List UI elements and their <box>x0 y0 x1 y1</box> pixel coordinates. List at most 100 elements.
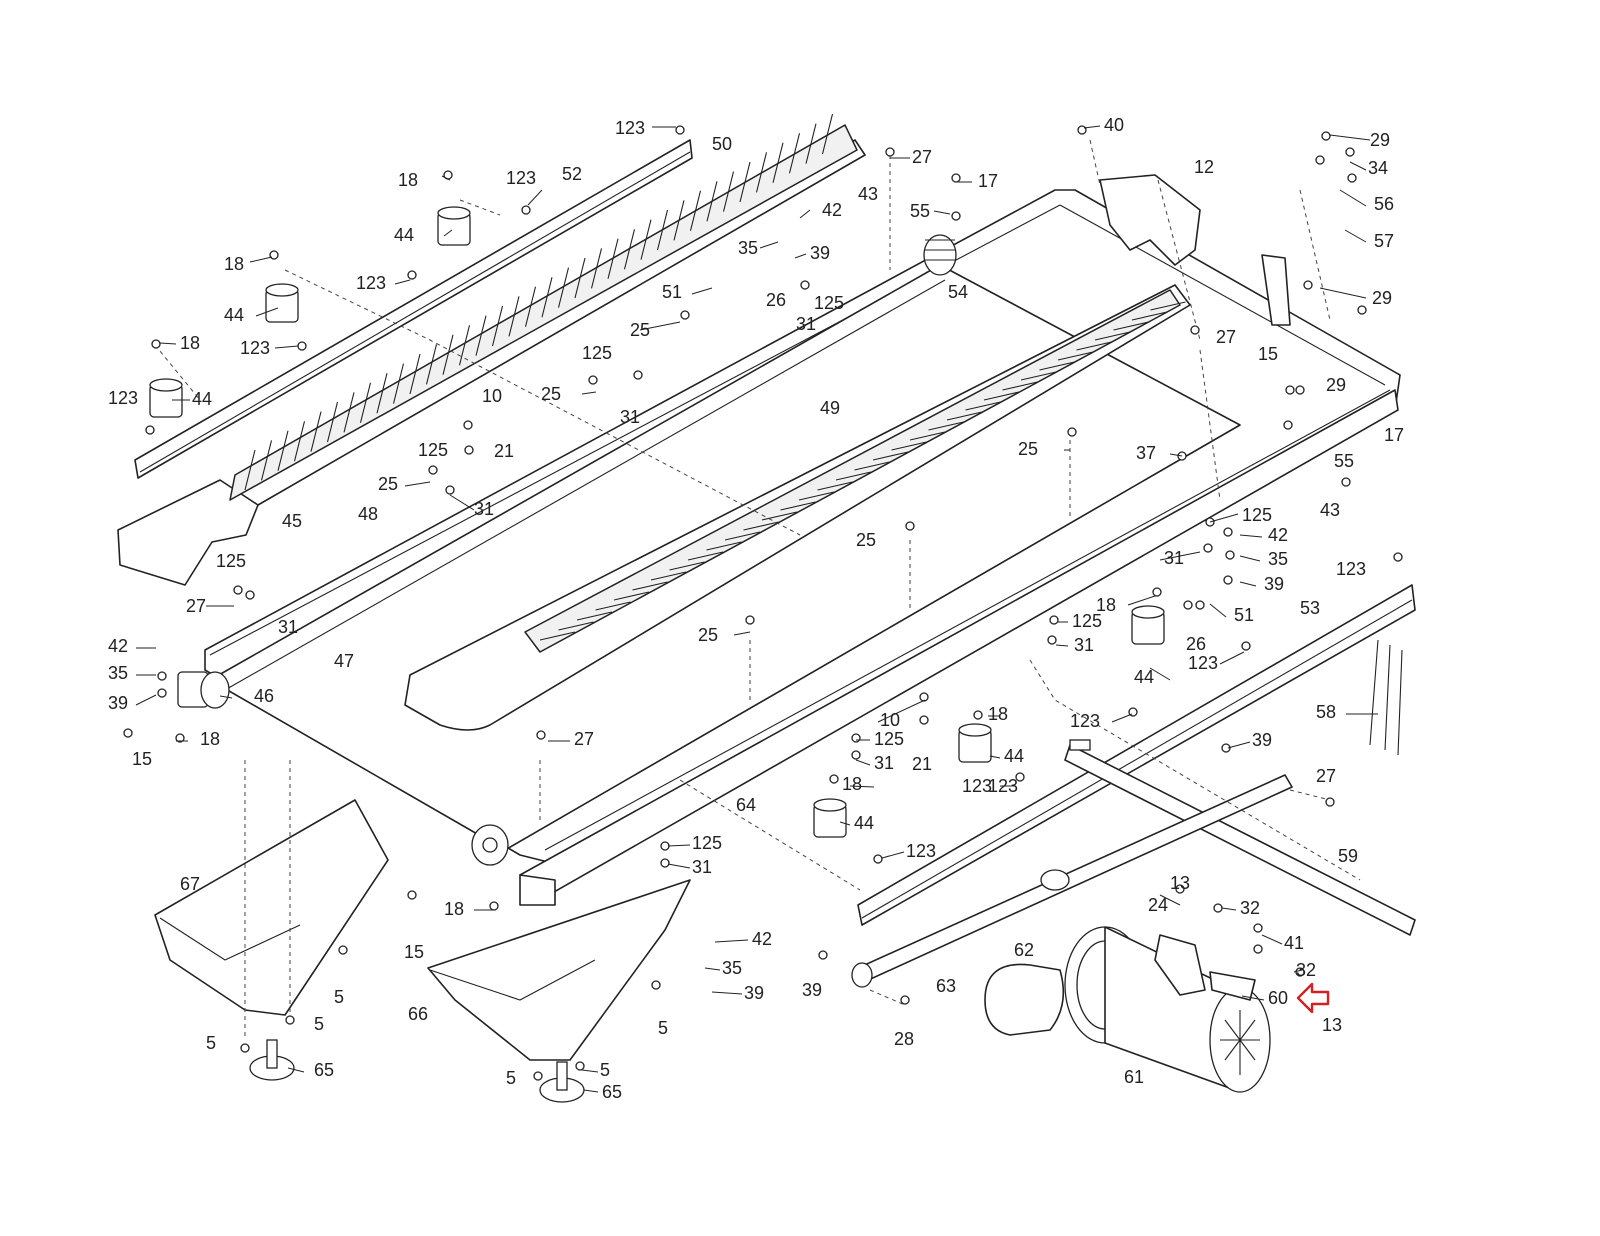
part-callout-125: 125 <box>692 833 722 853</box>
part-callout-35: 35 <box>1268 549 1288 569</box>
leader-lines <box>135 125 1378 1093</box>
part-callout-31: 31 <box>796 314 816 334</box>
part-callout-21: 21 <box>912 754 932 774</box>
part-callout-48: 48 <box>358 504 378 524</box>
part-callout-24: 24 <box>1148 895 1168 915</box>
part-callout-46: 46 <box>254 686 274 706</box>
part-callout-26: 26 <box>1186 634 1206 654</box>
part-callout-55: 55 <box>910 201 930 221</box>
part-callout-31: 31 <box>474 499 494 519</box>
part-callout-25: 25 <box>856 530 876 550</box>
left-rail-slots <box>244 113 834 491</box>
part-callout-35: 35 <box>722 958 742 978</box>
part-callout-10: 10 <box>880 710 900 730</box>
lift-tube-63 <box>851 774 1293 988</box>
part-callout-39: 39 <box>802 980 822 1000</box>
part-callout-45: 45 <box>282 511 302 531</box>
part-callout-51: 51 <box>662 282 682 302</box>
lift-frame-59 <box>1064 739 1416 936</box>
part-callout-59: 59 <box>1338 846 1358 866</box>
part-callout-123: 123 <box>906 841 936 861</box>
left-rail-trim-52 <box>134 139 693 479</box>
part-callout-18: 18 <box>444 899 464 919</box>
part-callout-125: 125 <box>582 343 612 363</box>
part-callout-29: 29 <box>1372 288 1392 308</box>
right-rail-cover <box>404 284 1191 731</box>
part-callout-18: 18 <box>180 333 200 353</box>
part-callout-40: 40 <box>1104 115 1124 135</box>
right-base-cover <box>427 879 691 1061</box>
frame-beam-64 <box>519 389 1399 906</box>
part-callout-57: 57 <box>1374 231 1394 251</box>
fasteners <box>123 125 1403 1081</box>
part-callout-42: 42 <box>822 200 842 220</box>
part-callout-123: 123 <box>356 273 386 293</box>
part-callout-25: 25 <box>698 625 718 645</box>
part-callout-123: 123 <box>988 776 1018 796</box>
part-callout-43: 43 <box>858 184 878 204</box>
lift-rail-53 <box>857 584 1416 926</box>
part-callout-41: 41 <box>1284 933 1304 953</box>
part-callout-18: 18 <box>988 704 1008 724</box>
part-callout-26: 26 <box>766 290 786 310</box>
part-callout-39: 39 <box>1264 574 1284 594</box>
part-callout-27: 27 <box>574 729 594 749</box>
part-callout-35: 35 <box>738 238 758 258</box>
part-callout-18: 18 <box>224 254 244 274</box>
part-callout-123: 123 <box>1188 653 1218 673</box>
part-callout-29: 29 <box>1370 130 1390 150</box>
part-callout-13: 13 <box>1322 1015 1342 1035</box>
part-callout-61: 61 <box>1124 1067 1144 1087</box>
part-callout-31: 31 <box>1074 635 1094 655</box>
part-callout-42: 42 <box>752 929 772 949</box>
part-callout-31: 31 <box>692 857 712 877</box>
part-callout-13: 13 <box>1170 873 1190 893</box>
part-callout-56: 56 <box>1374 194 1394 214</box>
part-callout-18: 18 <box>1096 595 1116 615</box>
part-callout-31: 31 <box>874 753 894 773</box>
part-callout-44: 44 <box>192 389 212 409</box>
leveling-feet <box>249 1039 585 1103</box>
part-callout-49: 49 <box>820 398 840 418</box>
part-callout-60: 60 <box>1268 988 1288 1008</box>
part-callout-27: 27 <box>1216 327 1236 347</box>
part-callout-25: 25 <box>1018 439 1038 459</box>
part-callout-50: 50 <box>712 134 732 154</box>
part-callout-123: 123 <box>108 388 138 408</box>
isolators <box>149 206 1165 838</box>
part-callout-125: 125 <box>874 729 904 749</box>
part-callout-31: 31 <box>620 407 640 427</box>
part-callout-123: 123 <box>506 168 536 188</box>
part-callout-58: 58 <box>1316 702 1336 722</box>
part-callout-15: 15 <box>1258 344 1278 364</box>
part-callout-67: 67 <box>180 874 200 894</box>
part-callout-39: 39 <box>1252 730 1272 750</box>
front-roller <box>923 234 957 276</box>
part-callout-25: 25 <box>630 320 650 340</box>
part-callout-5: 5 <box>658 1018 668 1038</box>
part-callout-123: 123 <box>1336 559 1366 579</box>
part-callout-63: 63 <box>936 976 956 996</box>
part-callout-15: 15 <box>404 942 424 962</box>
part-callout-42: 42 <box>108 636 128 656</box>
part-callout-21: 21 <box>494 441 514 461</box>
part-callout-55: 55 <box>1334 451 1354 471</box>
part-callout-125: 125 <box>418 440 448 460</box>
part-callout-125: 125 <box>1072 611 1102 631</box>
part-callout-5: 5 <box>506 1068 516 1088</box>
part-callout-44: 44 <box>224 305 244 325</box>
part-callout-32: 32 <box>1240 898 1260 918</box>
part-callout-32: 32 <box>1296 960 1316 980</box>
drive-motor <box>984 926 1271 1093</box>
part-callout-28: 28 <box>894 1029 914 1049</box>
part-callout-65: 65 <box>314 1060 334 1080</box>
left-base-cover <box>154 799 389 1016</box>
part-callout-5: 5 <box>206 1033 216 1053</box>
assembly-guides <box>154 139 1361 1040</box>
part-callout-31: 31 <box>1164 548 1184 568</box>
part-callout-123: 123 <box>240 338 270 358</box>
part-callout-123: 123 <box>615 118 645 138</box>
part-callout-39: 39 <box>744 983 764 1003</box>
part-callout-54: 54 <box>948 282 968 302</box>
